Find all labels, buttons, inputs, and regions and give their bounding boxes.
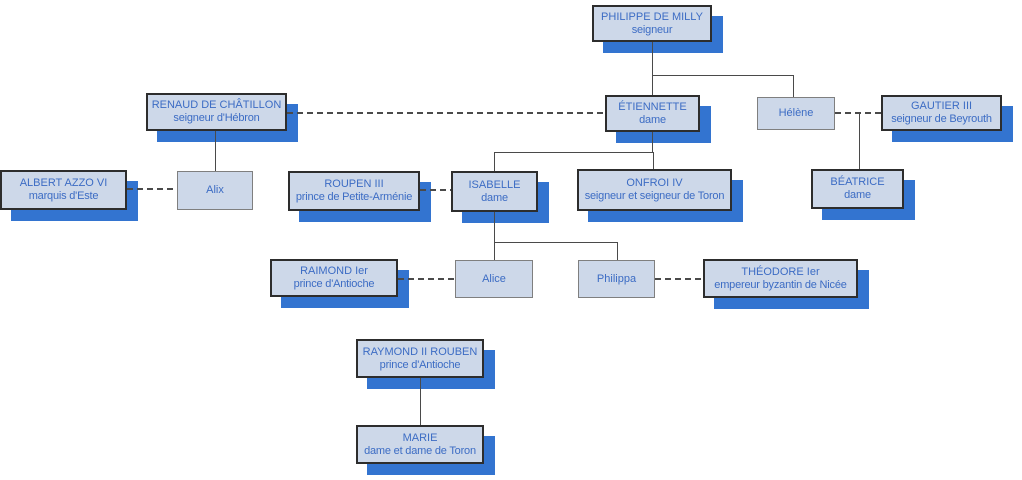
descent-line — [420, 378, 421, 425]
descent-line — [215, 131, 216, 171]
marriage-dashed-line — [835, 112, 881, 114]
person-name: ROUPEN III — [324, 178, 384, 190]
person-node-alix[interactable]: Alix — [177, 171, 253, 210]
person-name: PHILIPPE DE MILLY — [601, 10, 703, 23]
person-name: Hélène — [778, 107, 814, 119]
person-node-philippa[interactable]: Philippa — [578, 260, 655, 298]
person-title: prince d'Antioche — [379, 358, 461, 371]
person-name: THÉODORE Ier — [741, 265, 820, 278]
person-name: RENAUD DE CHÂTILLON — [151, 99, 282, 111]
person-title: seigneur — [631, 23, 673, 36]
person-name: MARIE — [402, 431, 438, 444]
person-name: Alix — [206, 184, 224, 196]
person-title: prince de Petite-Arménie — [295, 191, 413, 203]
person-title: prince d'Antioche — [293, 278, 375, 290]
marriage-dashed-line — [420, 189, 451, 191]
descent-line — [652, 42, 653, 95]
descent-line — [617, 242, 618, 260]
descent-line — [494, 242, 617, 243]
descent-line — [653, 152, 654, 169]
person-name: RAYMOND II ROUBEN — [362, 345, 478, 358]
person-name: ÉTIENNETTE — [618, 100, 687, 113]
person-title: seigneur d'Hébron — [173, 112, 260, 124]
person-title: marquis d'Este — [28, 190, 99, 202]
person-name: BÉATRICE — [830, 176, 885, 188]
person-title: empereur byzantin de Nicée — [714, 278, 847, 291]
descent-line — [652, 132, 653, 152]
person-name: Philippa — [596, 272, 637, 285]
person-title: seigneur de Beyrouth — [891, 113, 992, 125]
person-title: dame — [481, 191, 508, 204]
person-title: dame — [639, 113, 666, 126]
descent-line — [494, 242, 495, 260]
descent-line — [494, 152, 495, 171]
descent-line — [793, 75, 794, 97]
person-node-alice[interactable]: Alice — [455, 260, 533, 298]
descent-line — [652, 75, 793, 76]
person-name: ISABELLE — [468, 178, 521, 191]
person-node-helene[interactable]: Hélène — [757, 97, 835, 130]
marriage-dashed-line — [655, 278, 703, 280]
person-name: ALBERT AZZO VI — [19, 177, 108, 189]
marriage-dashed-line — [287, 112, 605, 114]
person-name: ONFROI IV — [626, 177, 683, 189]
person-name: GAUTIER III — [910, 100, 973, 112]
marriage-dashed-line — [127, 188, 177, 190]
person-name: Alice — [482, 272, 506, 285]
person-name: RAIMOND Ier — [300, 265, 368, 277]
descent-line — [494, 212, 495, 242]
person-title: dame et dame de Toron — [364, 444, 476, 457]
person-title: seigneur et seigneur de Toron — [584, 190, 725, 202]
descent-line — [859, 113, 860, 169]
person-title: dame — [844, 189, 871, 201]
descent-line — [494, 152, 653, 153]
marriage-dashed-line — [398, 278, 455, 280]
